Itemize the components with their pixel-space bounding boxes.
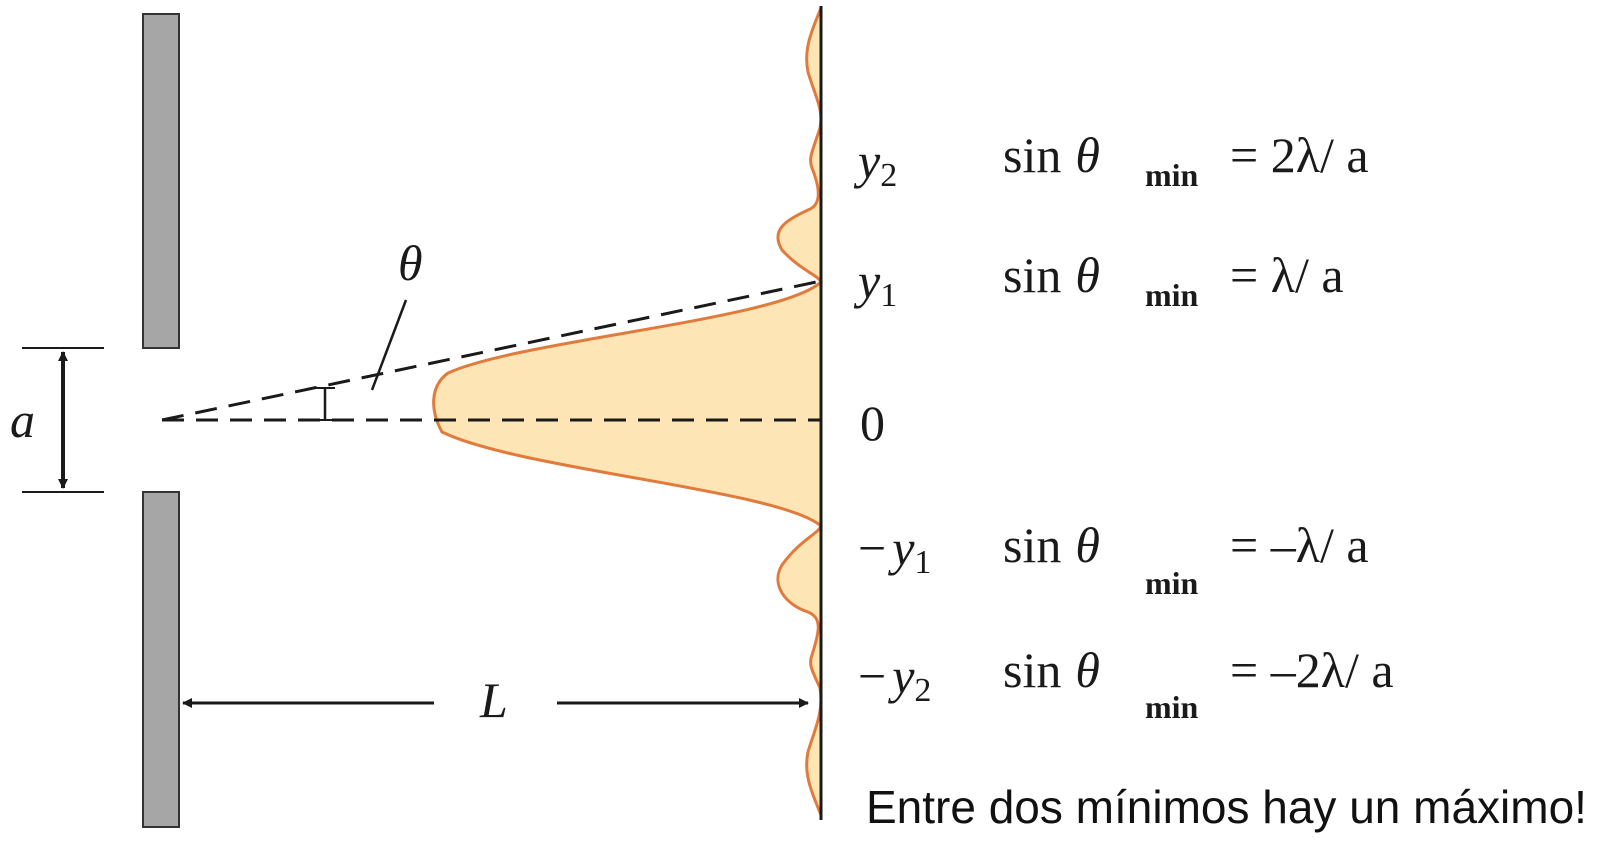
- distance-label: L: [479, 672, 508, 728]
- angle-leader-line: [370, 299, 408, 391]
- svg-text:min: min: [1145, 565, 1199, 601]
- label-center: 0: [860, 395, 885, 451]
- svg-text:min: min: [1145, 689, 1199, 725]
- svg-text:min: min: [1145, 277, 1199, 313]
- note-text: Entre dos mínimos hay un máximo!: [866, 781, 1587, 833]
- svg-text:= λ/ a: = λ/ a: [1230, 247, 1344, 303]
- angle-marker: [315, 387, 335, 421]
- svg-text:= –2λ/ a: = –2λ/ a: [1230, 642, 1394, 698]
- slit-width-label: a: [10, 392, 35, 448]
- label-neg-y2: −y2: [858, 648, 931, 709]
- svg-text:= 2λ/ a: = 2λ/ a: [1230, 127, 1369, 183]
- diffraction-pattern: [432, 7, 823, 816]
- slit-width-dimension: [22, 347, 104, 493]
- label-y1: y1: [853, 253, 897, 314]
- angle-label: θ: [398, 235, 423, 291]
- svg-text:min: min: [1145, 157, 1199, 193]
- svg-text:= –λ/ a: = –λ/ a: [1230, 517, 1369, 573]
- label-y2: y2: [853, 133, 897, 194]
- label-neg-y1: −y1: [858, 520, 931, 581]
- slit-wall-lower: [142, 491, 180, 828]
- first-minimum-ray-dashed: [161, 279, 822, 422]
- slit-wall-upper: [142, 13, 180, 349]
